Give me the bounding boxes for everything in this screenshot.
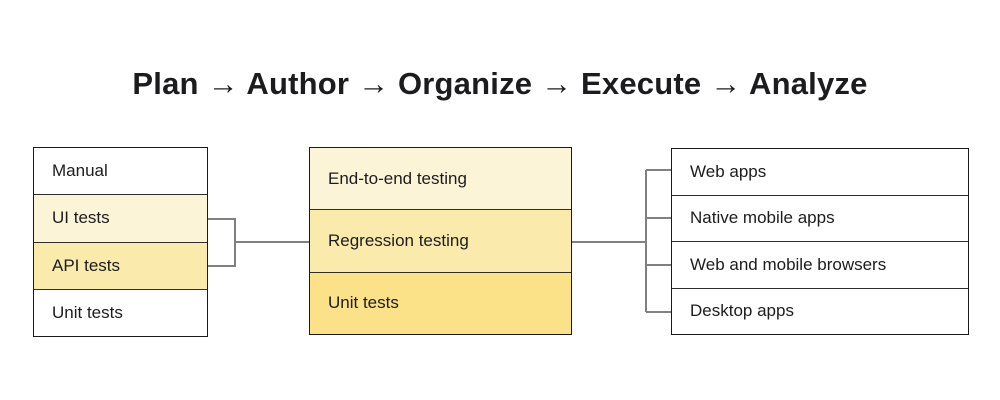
list-item: Regression testing bbox=[310, 209, 571, 272]
list-item: Web apps bbox=[672, 149, 968, 195]
list-item: Web and mobile browsers bbox=[672, 241, 968, 288]
left-bracket-connector bbox=[208, 218, 310, 267]
right-branch-connector bbox=[571, 169, 672, 313]
list-item: Unit tests bbox=[34, 288, 207, 336]
list-item: API tests bbox=[34, 241, 207, 289]
list-item: UI tests bbox=[34, 194, 207, 242]
list-item: Desktop apps bbox=[672, 287, 968, 334]
list-item: Manual bbox=[34, 148, 207, 195]
list-item: End-to-end testing bbox=[310, 148, 571, 210]
list-item: Unit tests bbox=[310, 271, 571, 334]
list-item: Native mobile apps bbox=[672, 194, 968, 241]
page-title: Plan → Author → Organize → Execute → Ana… bbox=[132, 66, 868, 101]
